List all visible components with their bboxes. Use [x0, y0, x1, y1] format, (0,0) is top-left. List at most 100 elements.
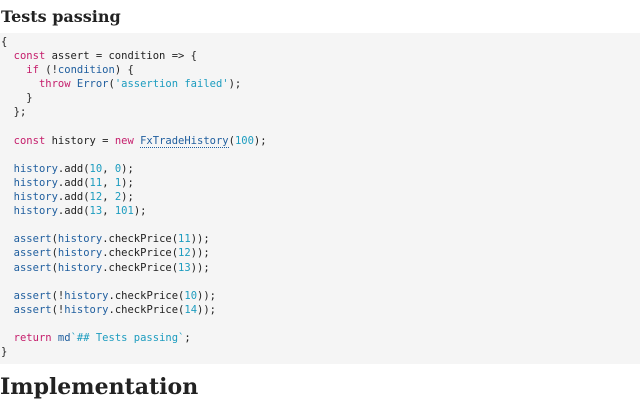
code-token: );	[121, 162, 134, 175]
code-token: assert	[13, 261, 52, 274]
code-token	[1, 205, 14, 217]
code-line: assert(history.checkPrice(12));	[1, 246, 640, 260]
cell-output-heading: Tests passing	[1, 7, 121, 26]
code-token	[1, 135, 14, 147]
code-token: );	[228, 78, 242, 91]
code-token: `## Tests passing`	[70, 331, 185, 344]
code-token: history	[57, 233, 103, 246]
code-editor[interactable]: { const assert = condition => { if (!con…	[0, 33, 640, 364]
code-token	[1, 233, 14, 245]
code-token	[1, 177, 14, 189]
code-token: 'assertion failed'	[114, 78, 229, 91]
code-token: (!	[51, 289, 65, 302]
code-token: ,	[102, 191, 115, 204]
code-token: history	[13, 162, 58, 175]
code-line: {	[1, 35, 640, 49]
code-token: 2	[114, 191, 122, 204]
code-token: );	[133, 205, 147, 218]
code-line: history.add(12, 2);	[1, 190, 640, 204]
code-token: .add(	[57, 191, 90, 204]
code-line	[1, 275, 640, 289]
code-line: history.add(13, 101);	[1, 204, 640, 218]
code-token	[1, 163, 14, 175]
code-line	[1, 218, 640, 232]
code-token	[1, 262, 14, 274]
code-token: ;	[184, 331, 191, 344]
code-token: 100	[234, 134, 254, 147]
section-heading: Implementation	[0, 374, 199, 400]
code-token: (	[51, 233, 58, 246]
code-token: 14	[184, 303, 198, 316]
code-token: history	[13, 205, 58, 218]
code-token: .checkPrice(	[102, 261, 179, 274]
code-token: .checkPrice(	[102, 233, 179, 246]
code-token: }	[1, 92, 33, 105]
code-token	[1, 191, 14, 203]
code-token	[1, 78, 39, 90]
code-token: .checkPrice(	[108, 289, 185, 302]
code-token: .add(	[57, 205, 90, 218]
code-token	[1, 64, 26, 76]
code-token: 11	[178, 233, 191, 246]
code-line: assert(!history.checkPrice(10));	[1, 289, 640, 303]
code-line: assert(history.checkPrice(13));	[1, 261, 640, 275]
code-line: }	[1, 345, 640, 359]
code-token: {	[1, 36, 8, 48]
code-token: );	[121, 191, 134, 204]
code-token: condition	[57, 64, 115, 77]
code-token: history	[13, 191, 58, 204]
code-token: assert	[13, 247, 52, 260]
code-token: .add(	[57, 176, 90, 189]
code-token: ));	[190, 261, 210, 274]
code-line	[1, 317, 640, 331]
code-token: history	[57, 247, 103, 260]
code-token: }	[1, 346, 8, 359]
code-line	[1, 120, 640, 134]
code-token: assert = condition => {	[45, 50, 197, 63]
code-token: throw	[38, 78, 71, 91]
code-line: history.add(11, 1);	[1, 176, 640, 190]
code-token: 10	[89, 162, 103, 175]
code-token: 13	[89, 205, 103, 218]
code-line	[1, 148, 640, 162]
code-token: ,	[102, 162, 115, 175]
code-token	[1, 247, 14, 259]
code-token: const	[13, 134, 46, 147]
code-token: history =	[45, 134, 115, 147]
code-token: 1	[114, 176, 122, 189]
code-token: history	[13, 176, 58, 189]
code-token: const	[13, 50, 46, 63]
code-token: ));	[197, 303, 216, 316]
code-token: if	[26, 64, 39, 77]
code-line: history.add(10, 0);	[1, 162, 640, 176]
code-link[interactable]: FxTradeHistory	[140, 134, 229, 148]
code-token: 101	[114, 205, 134, 218]
code-token: assert	[13, 233, 52, 246]
code-token: ));	[190, 233, 210, 246]
code-token: 13	[178, 261, 191, 274]
code-token	[1, 50, 14, 62]
code-token: history	[57, 261, 103, 274]
code-token	[1, 304, 14, 316]
code-token: 0	[114, 162, 122, 175]
code-token: .checkPrice(	[102, 247, 179, 260]
code-token: (	[51, 261, 58, 274]
code-token: 12	[89, 191, 103, 204]
code-line: }	[1, 91, 640, 105]
code-line: assert(!history.checkPrice(14));	[1, 303, 640, 317]
code-token: return	[13, 331, 52, 344]
code-token: md	[57, 331, 71, 344]
code-token: ,	[102, 176, 115, 189]
code-token: (	[108, 78, 115, 91]
code-token: new	[114, 134, 134, 147]
code-token: .add(	[57, 162, 90, 175]
code-token: (	[228, 134, 235, 147]
code-token: ));	[190, 247, 210, 260]
code-token: Error	[76, 78, 109, 91]
code-token: ));	[197, 289, 216, 302]
code-token: );	[253, 134, 267, 147]
code-token: (!	[38, 64, 58, 77]
code-token: 12	[178, 247, 191, 260]
code-line: const history = new FxTradeHistory(100);	[1, 134, 640, 148]
